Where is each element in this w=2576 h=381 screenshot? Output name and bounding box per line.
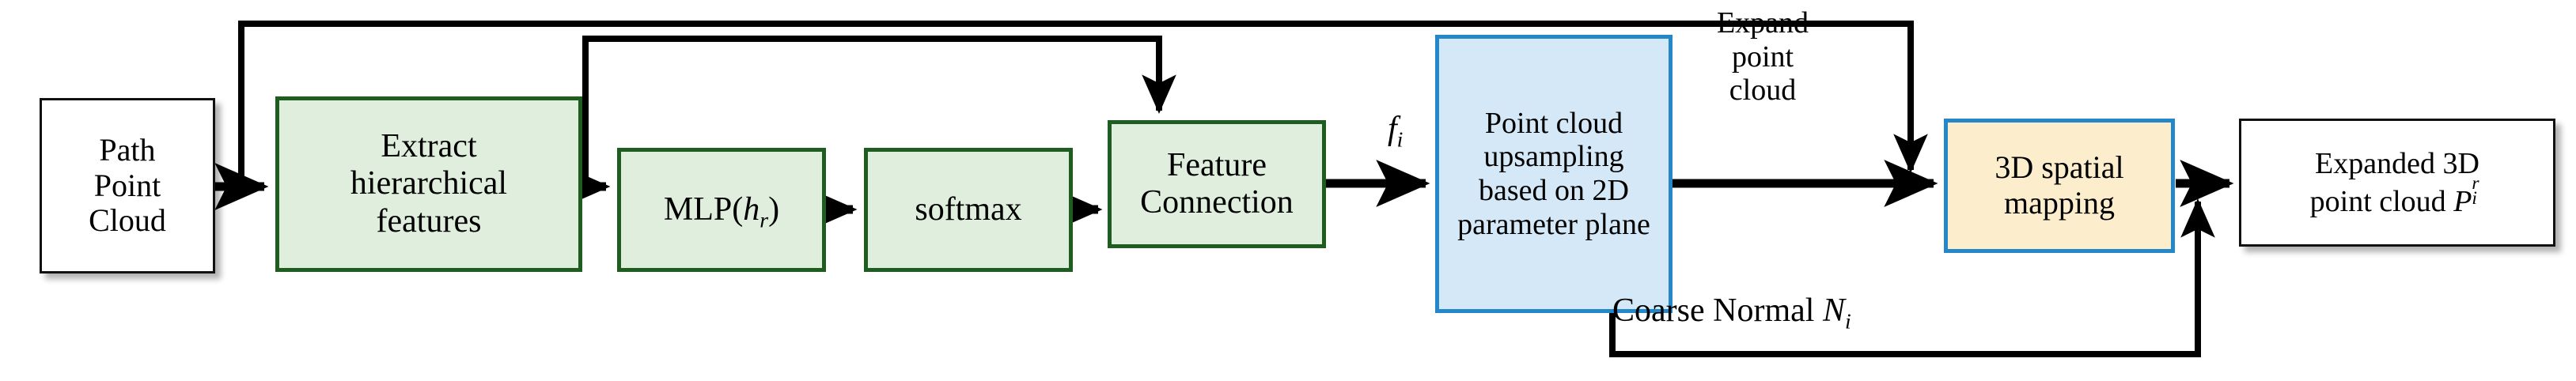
node-line: Point cloud — [1484, 106, 1623, 140]
f-i-subscript: i — [1396, 126, 1404, 152]
expanded-p-symbol: P — [2453, 184, 2472, 218]
expanded-r-superscript: r — [2472, 172, 2479, 194]
label-line: cloud — [1729, 74, 1797, 108]
node-line: 3D spatial — [1995, 149, 2124, 186]
coarse-n-symbol: N — [1822, 292, 1845, 329]
node-path-point-cloud[interactable]: Path Point Cloud — [40, 98, 215, 273]
label-line: Expand — [1716, 6, 1809, 40]
node-extract-hierarchical-features[interactable]: Extract hierarchical features — [275, 96, 582, 272]
f-symbol: f — [1388, 111, 1397, 147]
mlp-formula: MLP(hr) — [663, 190, 780, 231]
node-point-cloud-upsampling[interactable]: Point cloud upsampling based on 2D param… — [1435, 35, 1673, 313]
mlp-prefix: MLP( — [663, 190, 744, 228]
node-line: Point — [93, 167, 161, 203]
coarse-prefix: Coarse Normal — [1612, 292, 1823, 329]
node-feature-connection[interactable]: Feature Connection — [1108, 120, 1326, 248]
expanded-i-subscript: i — [2472, 188, 2477, 209]
node-3d-spatial-mapping[interactable]: 3D spatial mapping — [1944, 119, 2175, 253]
coarse-i-subscript: i — [1844, 308, 1851, 334]
node-mlp-hr[interactable]: MLP(hr) — [617, 148, 826, 272]
node-line: mapping — [2004, 185, 2115, 221]
node-line: hierarchical — [350, 165, 508, 202]
mlp-h-symbol: h — [743, 190, 760, 228]
node-line: Feature — [1167, 146, 1267, 183]
node-line: parameter plane — [1457, 207, 1650, 241]
mlp-suffix: ) — [768, 190, 780, 228]
node-line: features — [376, 202, 482, 240]
label-f-i: fi — [1388, 111, 1404, 152]
node-line: upsampling — [1483, 140, 1624, 174]
node-softmax[interactable]: softmax — [864, 148, 1073, 272]
label-expand-point-cloud: Expand point cloud — [1684, 6, 1842, 108]
mlp-r-subscript: r — [760, 207, 769, 232]
node-line: Expanded 3D — [2315, 146, 2479, 180]
node-line: Cloud — [89, 202, 166, 239]
node-line: Path — [99, 131, 156, 168]
node-line: softmax — [915, 190, 1022, 228]
label-coarse-normal: Coarse Normal Ni — [1612, 292, 1851, 334]
node-line: based on 2D — [1479, 174, 1629, 207]
expanded-prefix: point cloud — [2309, 184, 2454, 218]
node-line: Connection — [1140, 184, 1294, 221]
node-line: Extract — [381, 128, 477, 165]
label-line: point — [1731, 40, 1794, 74]
